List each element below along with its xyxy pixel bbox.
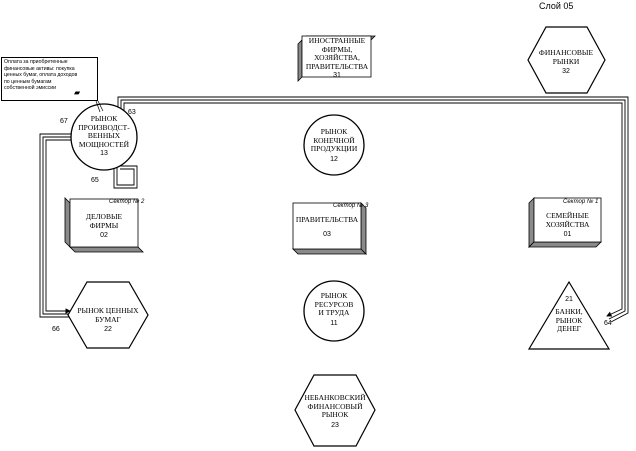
layer-title: Слой 05 bbox=[539, 1, 574, 11]
node-01-name: СЕМЕЙНЫЕ ХОЗЯЙСТВА bbox=[545, 211, 590, 229]
node-hexagon-23 bbox=[294, 374, 376, 447]
node-03-name: ПРАВИТЕЛЬСТВА bbox=[295, 215, 359, 224]
node-22-code: 22 bbox=[104, 326, 112, 334]
node-23-name: НЕБАНКОВСКИЙ ФИНАНСОВЫЙ РЫНОК bbox=[304, 393, 366, 420]
node-31-code: 31 bbox=[333, 71, 341, 79]
node-01: СЕМЕЙНЫЕ ХОЗЯЙСТВА 01 bbox=[534, 211, 601, 239]
node-box-31 bbox=[297, 35, 376, 82]
node-11-name: РЫНОК РЕСУРСОВ И ТРУДА bbox=[314, 291, 354, 318]
node-01-code: 01 bbox=[563, 231, 572, 239]
node-box-02 bbox=[64, 197, 144, 253]
node-12: РЫНОК КОНЕЧНОЙ ПРОДУКЦИИ 12 bbox=[304, 127, 364, 164]
node-12-code: 12 bbox=[330, 155, 338, 163]
node-12-name: РЫНОК КОНЕЧНОЙ ПРОДУКЦИИ bbox=[310, 127, 358, 154]
node-03-sector: Сектор № 3 bbox=[333, 203, 369, 209]
flow-line-66-67 bbox=[39, 133, 80, 318]
note-marker-icon: ▰ bbox=[74, 88, 81, 97]
node-01-sector: Сектор № 1 bbox=[563, 199, 599, 205]
node-23-code: 23 bbox=[331, 421, 339, 429]
node-02-sector: Сектор № 2 bbox=[109, 199, 145, 205]
arrow-label-65: 65 bbox=[91, 177, 99, 184]
node-23: НЕБАНКОВСКИЙ ФИНАНСОВЫЙ РЫНОК 23 bbox=[297, 393, 373, 430]
note-connector bbox=[95, 100, 104, 113]
node-11-code: 11 bbox=[330, 319, 338, 327]
node-13: РЫНОК ПРОИЗВОДСТ- ВЕННЫХ МОЩНОСТЕЙ 13 bbox=[71, 114, 137, 158]
node-32: ФИНАНСОВЫЕ РЫНКИ 32 bbox=[528, 48, 604, 76]
node-circle-11 bbox=[303, 280, 365, 342]
node-02-name: ДЕЛОВЫЕ ФИРМЫ bbox=[85, 212, 123, 230]
node-box-01 bbox=[528, 197, 602, 248]
node-hexagon-32 bbox=[527, 26, 606, 94]
arrow-label-66: 66 bbox=[52, 326, 60, 333]
node-32-name: ФИНАНСОВЫЕ РЫНКИ bbox=[538, 48, 594, 66]
node-31-name: ИНОСТРАННЫЕ ФИРМЫ, ХОЗЯЙСТВА, ПРАВИТЕЛЬС… bbox=[305, 36, 369, 71]
node-22: РЫНОК ЦЕННЫХ БУМАГ 22 bbox=[70, 306, 146, 334]
node-triangle-21 bbox=[527, 280, 611, 350]
node-22-name: РЫНОК ЦЕННЫХ БУМАГ bbox=[77, 306, 139, 324]
node-circle-13 bbox=[70, 103, 138, 171]
flow-line-63-64 bbox=[117, 96, 629, 323]
flow-loop-65 bbox=[113, 165, 138, 189]
node-32-code: 32 bbox=[562, 68, 570, 76]
node-circle-12 bbox=[303, 114, 365, 176]
arrow-label-63: 63 bbox=[128, 109, 136, 116]
node-21: 21 БАНКИ, РЫНОК ДЕНЕГ bbox=[539, 296, 599, 334]
node-21-name: БАНКИ, РЫНОК ДЕНЕГ bbox=[555, 307, 583, 334]
arrow-label-64: 64 bbox=[604, 320, 612, 327]
node-13-code: 13 bbox=[100, 149, 108, 157]
note-text: Оплата за приобретенные финансовые актив… bbox=[4, 59, 78, 91]
node-03-code: 03 bbox=[323, 230, 331, 238]
node-21-code: 21 bbox=[565, 296, 573, 303]
node-hexagon-22 bbox=[67, 281, 149, 349]
node-02-code: 02 bbox=[100, 232, 108, 240]
node-03: ПРАВИТЕЛЬСТВА 03 bbox=[293, 215, 361, 239]
node-13-name: РЫНОК ПРОИЗВОДСТ- ВЕННЫХ МОЩНОСТЕЙ bbox=[78, 114, 130, 149]
node-02: ДЕЛОВЫЕ ФИРМЫ 02 bbox=[70, 212, 138, 240]
node-11: РЫНОК РЕСУРСОВ И ТРУДА 11 bbox=[304, 291, 364, 328]
node-31: ИНОСТРАННЫЕ ФИРМЫ, ХОЗЯЙСТВА, ПРАВИТЕЛЬС… bbox=[301, 36, 373, 80]
node-box-03 bbox=[292, 202, 367, 255]
arrow-label-67: 67 bbox=[60, 118, 68, 125]
note-callout: Оплата за приобретенные финансовые актив… bbox=[1, 57, 98, 101]
